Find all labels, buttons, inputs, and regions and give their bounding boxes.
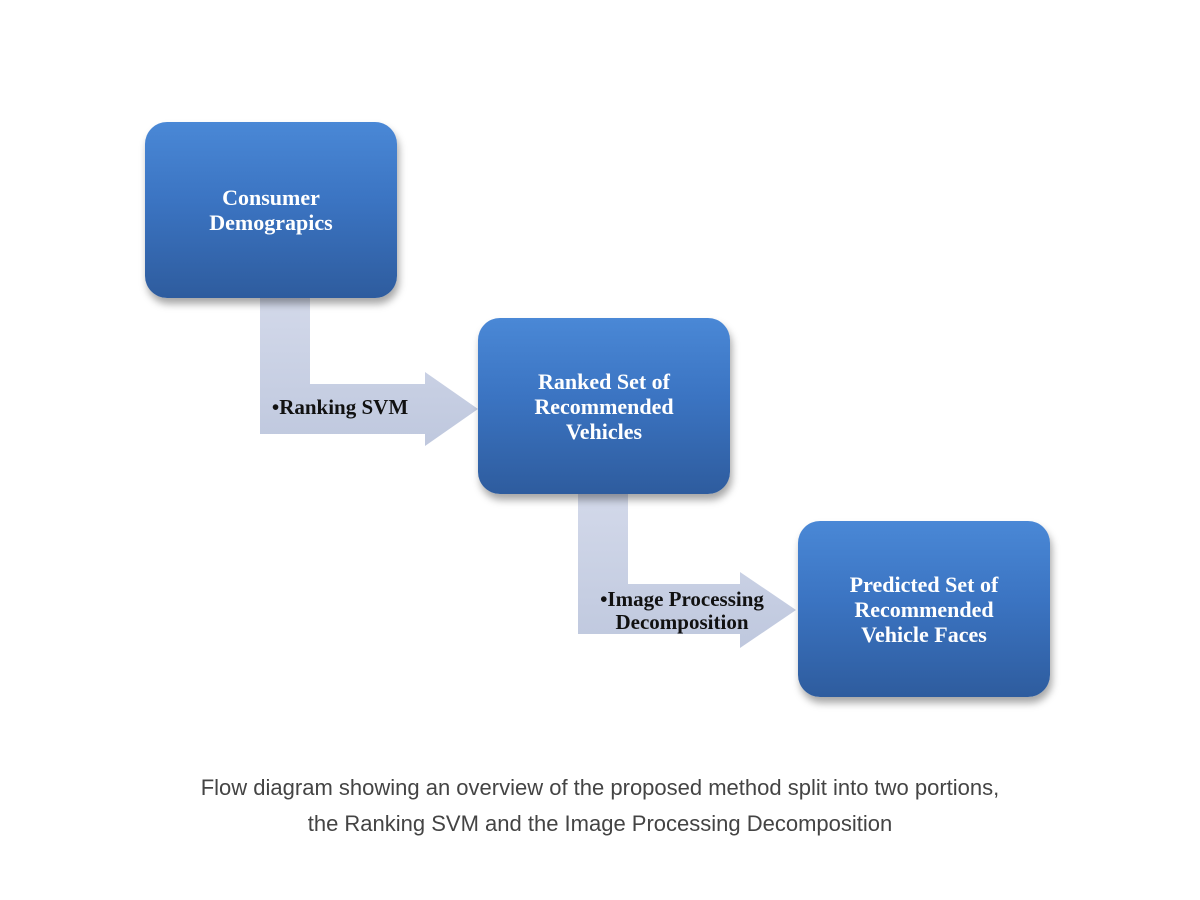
- figure-caption: Flow diagram showing an overview of the …: [0, 770, 1200, 842]
- edge-label-ranking-svm: •Ranking SVM: [271, 395, 409, 419]
- node-consumer-demographics: Consumer Demograpics: [145, 122, 397, 298]
- node-predicted-set-vehicle-faces: Predicted Set of Recommended Vehicle Fac…: [798, 521, 1050, 697]
- caption-line-1: Flow diagram showing an overview of the …: [200, 775, 1000, 800]
- edge-label-image-processing: •Image Processing Decomposition: [600, 587, 764, 634]
- bent-arrow-image-processing: [578, 492, 796, 648]
- caption-line-2: the Ranking SVM and the Image Processing…: [307, 811, 893, 836]
- bent-arrow-ranking-svm: [260, 296, 478, 446]
- node-ranked-set-vehicles: Ranked Set of Recommended Vehicles: [478, 318, 730, 494]
